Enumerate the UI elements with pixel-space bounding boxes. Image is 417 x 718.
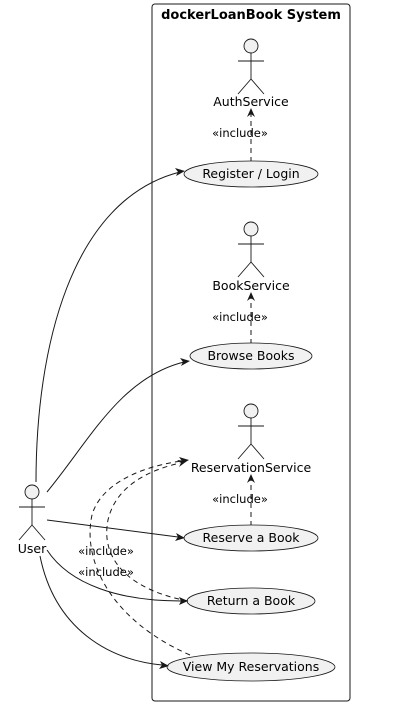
- include-reserve-reservation: «include»: [212, 474, 268, 526]
- association-user-return: [46, 549, 188, 605]
- usecase-browse-books: Browse Books: [189, 342, 313, 370]
- usecase-register-login: Register / Login: [183, 160, 319, 188]
- actor-book-service: BookService: [212, 221, 290, 293]
- actor-book-service-label: BookService: [212, 278, 290, 293]
- association-user-reserve: [46, 519, 185, 541]
- usecase-view-reservations-label: View My Reservations: [183, 659, 319, 674]
- usecase-view-reservations: View My Reservations: [166, 652, 336, 682]
- usecase-register-login-label: Register / Login: [202, 166, 299, 181]
- actor-reservation-service: ReservationService: [191, 403, 312, 475]
- include-label: «include»: [212, 492, 268, 506]
- actor-auth-service-label: AuthService: [213, 94, 289, 109]
- include-label: «include»: [212, 310, 268, 324]
- include-label: «include»: [212, 126, 268, 140]
- actor-user: User: [18, 484, 47, 556]
- actor-auth-service: AuthService: [213, 38, 289, 109]
- usecase-reserve-book-label: Reserve a Book: [203, 530, 301, 545]
- usecase-return-book-label: Return a Book: [207, 593, 296, 608]
- include-view-reservation: [89, 457, 191, 656]
- association-user-register: [35, 168, 185, 483]
- actor-user-label: User: [18, 541, 47, 556]
- usecase-return-book: Return a Book: [186, 587, 316, 615]
- association-user-browse: [46, 358, 190, 493]
- system-title: dockerLoanBook System: [161, 8, 341, 23]
- include-register-auth: «include»: [212, 108, 268, 162]
- include-label-return: «include»: [78, 544, 134, 558]
- include-label-view: «include»: [78, 565, 134, 579]
- usecase-browse-books-label: Browse Books: [207, 348, 294, 363]
- actor-reservation-service-label: ReservationService: [191, 460, 312, 475]
- usecase-reserve-book: Reserve a Book: [183, 524, 319, 552]
- association-user-view: [39, 555, 169, 669]
- include-browse-book: «include»: [212, 292, 268, 344]
